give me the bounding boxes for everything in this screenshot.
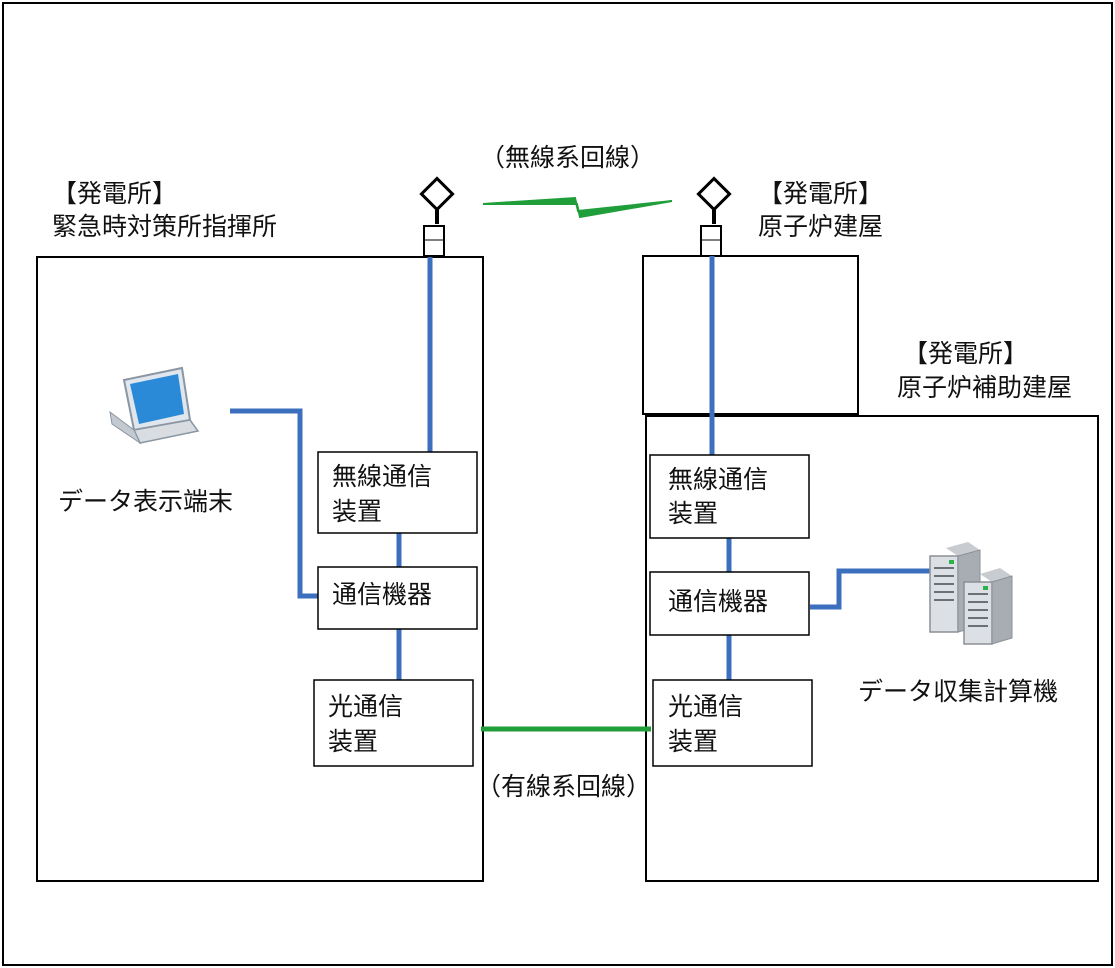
terminal-label: データ表示端末 xyxy=(58,487,233,516)
left-building xyxy=(36,256,484,882)
left-optical-device xyxy=(313,679,474,767)
laptop-icon xyxy=(109,366,200,445)
reactor-building xyxy=(642,255,859,415)
left-wireless-device-label-1: 無線通信 xyxy=(332,462,432,491)
right-wireless-device-label-2: 装置 xyxy=(668,499,718,528)
right-optical-device xyxy=(652,679,813,767)
server-link-line xyxy=(810,568,935,610)
right-comm-equipment xyxy=(649,571,810,636)
left-site-tag: 【発電所】 xyxy=(52,179,177,208)
left-optical-device-label-1: 光通信 xyxy=(328,692,403,721)
wired-link-label: （有線系回線） xyxy=(476,772,651,801)
server-label: データ収集計算機 xyxy=(858,677,1058,706)
left-wireless-device-label-2: 装置 xyxy=(332,497,382,526)
left-site-name: 緊急時対策所指揮所 xyxy=(52,212,277,241)
aux-building-tag: 【発電所】 xyxy=(903,339,1028,368)
right-optical-device-label-2: 装置 xyxy=(668,727,718,756)
left-comm-equipment xyxy=(317,566,478,630)
left-optical-device-label-2: 装置 xyxy=(328,727,378,756)
server-icon xyxy=(929,542,1013,645)
left-wireless-device xyxy=(317,451,478,534)
antenna-icon xyxy=(419,176,455,257)
right-optical-device-label-1: 光通信 xyxy=(668,692,743,721)
reactor-building-tag: 【発電所】 xyxy=(758,179,883,208)
terminal-link-line xyxy=(230,408,318,599)
wireless-link-label: （無線系回線） xyxy=(480,143,655,172)
aux-building-name: 原子炉補助建屋 xyxy=(897,373,1072,402)
aux-building xyxy=(645,415,1099,882)
wireless-link-bolt xyxy=(482,196,673,219)
right-wireless-device-label-1: 無線通信 xyxy=(668,465,768,494)
right-wireless-device xyxy=(649,454,810,539)
right-comm-equipment-label: 通信機器 xyxy=(668,587,768,616)
left-comm-equipment-label: 通信機器 xyxy=(332,580,432,609)
antenna-icon xyxy=(696,176,732,257)
reactor-building-name: 原子炉建屋 xyxy=(758,212,883,241)
